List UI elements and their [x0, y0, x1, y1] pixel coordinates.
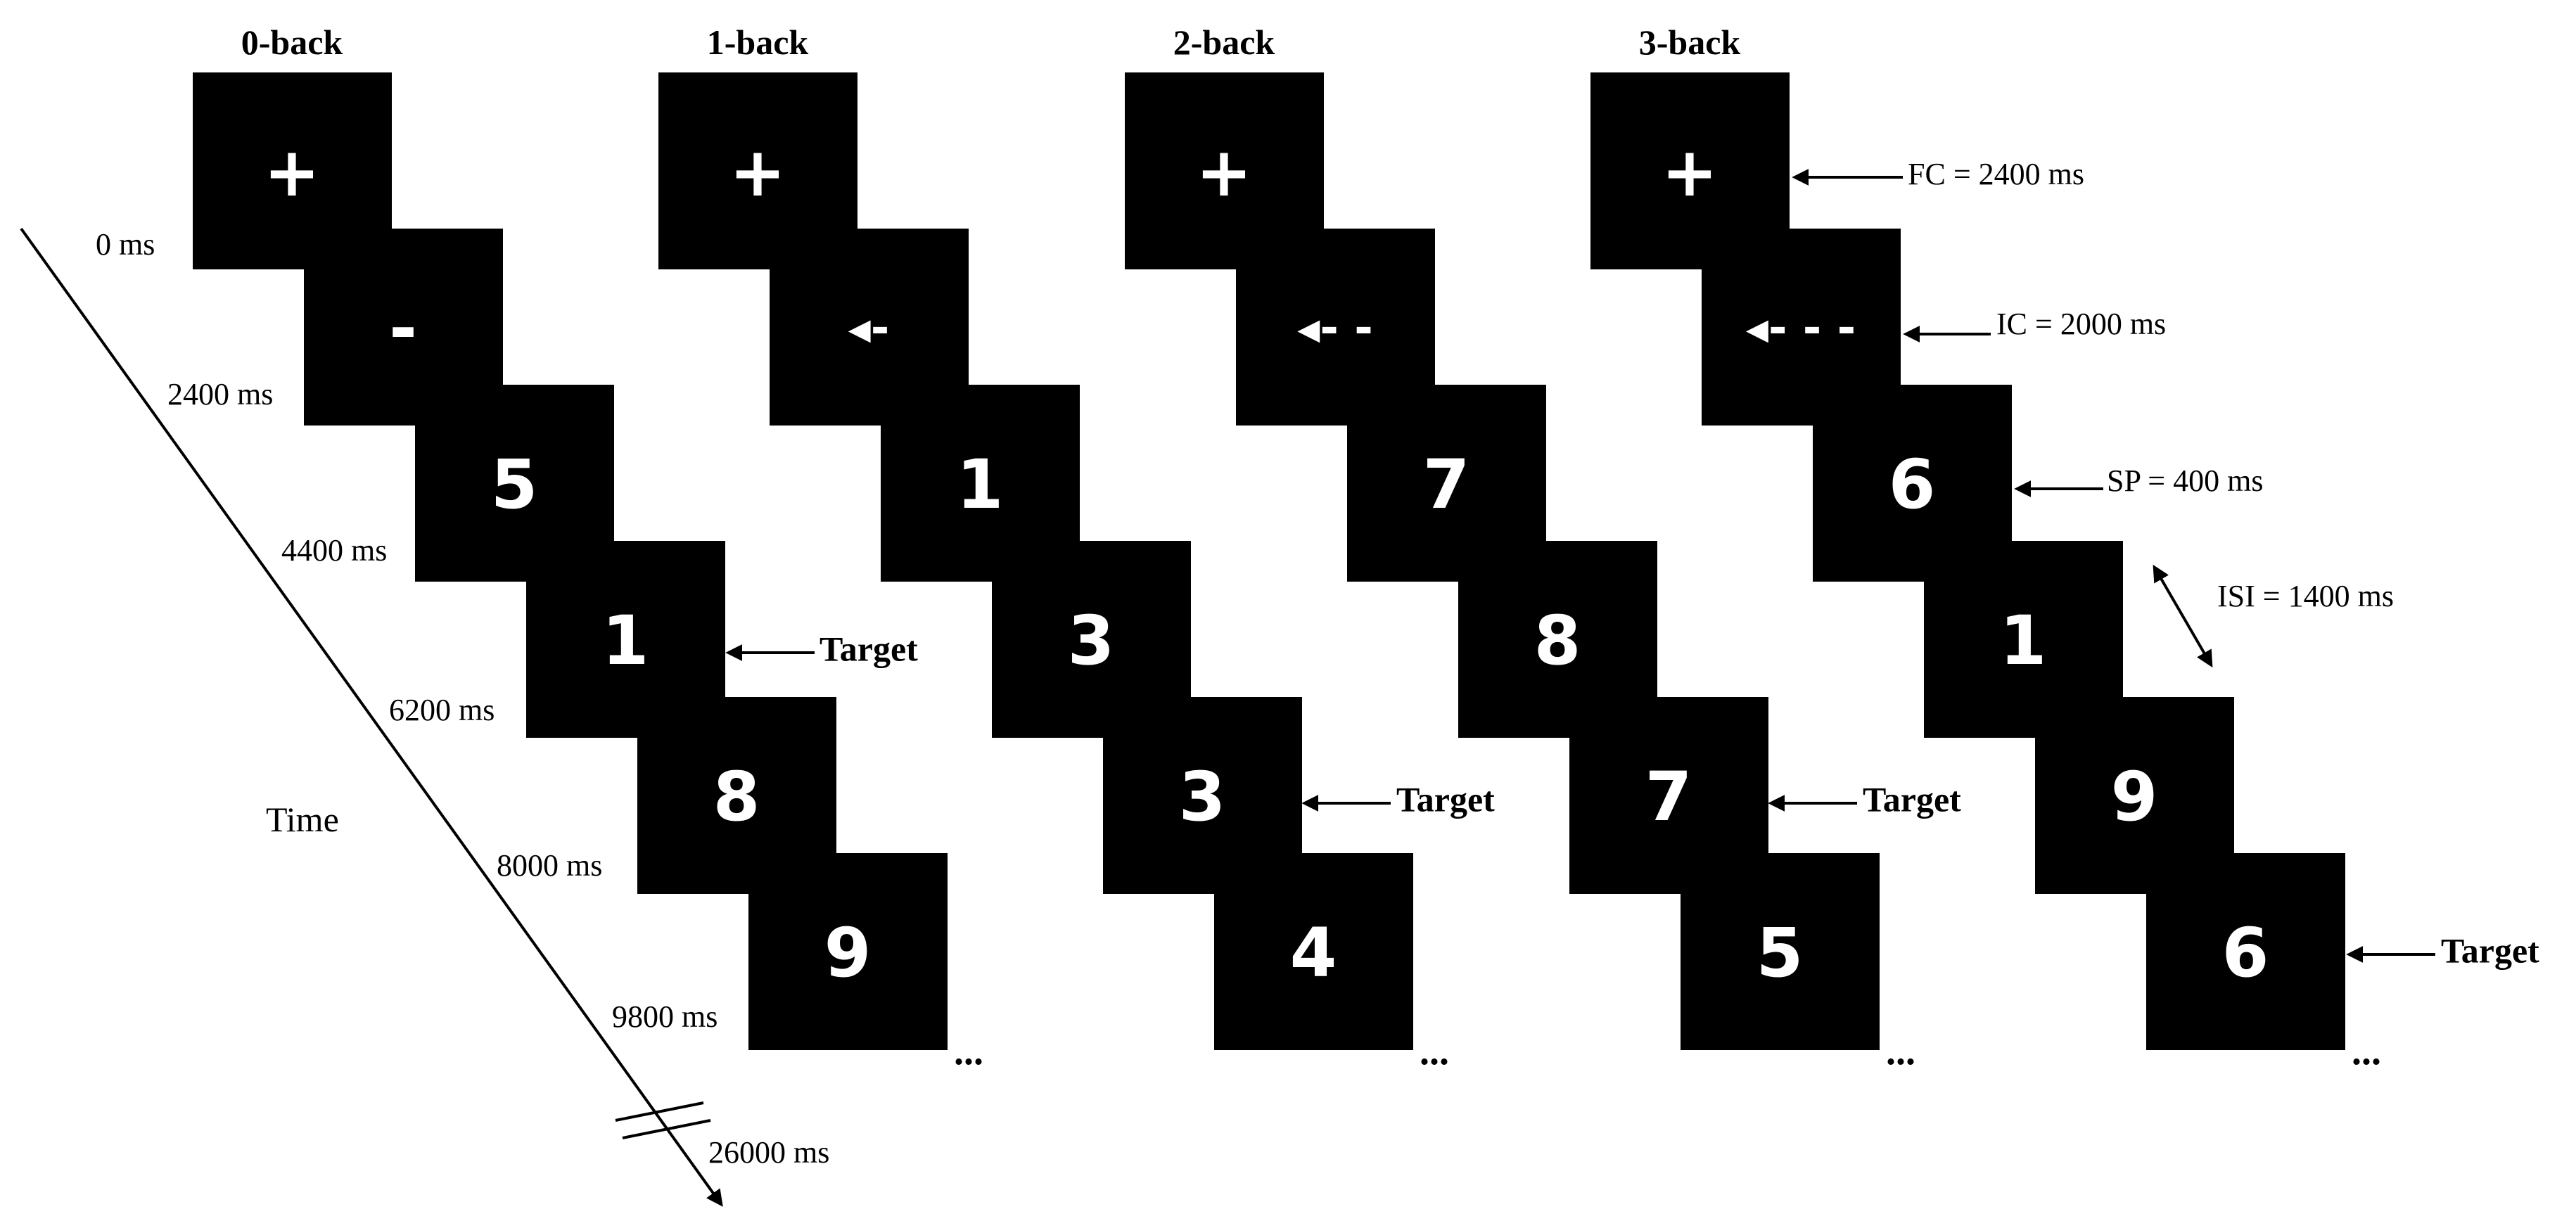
stimulus-digit: 7: [1423, 445, 1470, 524]
stimulus-digit: 1: [602, 601, 649, 680]
time-label-8000: 8000 ms: [497, 848, 602, 883]
fixation-cross: +: [1196, 133, 1252, 212]
ellipsis: ...: [1420, 1030, 1449, 1073]
column-title-1-back: 1-back: [707, 23, 809, 62]
stimulus-digit: 6: [2222, 914, 2269, 992]
sp-annotation: SP = 400 ms: [2107, 463, 2263, 498]
fc-annotation: FC = 2400 ms: [1908, 157, 2084, 191]
stimulus-column-3-back: + ◂- - - 6 1 9 6 ...: [1590, 72, 2381, 1073]
stimulus-digit: 1: [957, 445, 1004, 524]
column-title-0-back: 0-back: [241, 23, 343, 62]
target-label: Target: [820, 629, 918, 668]
isi-annotation: ISI = 1400 ms: [2217, 579, 2394, 613]
stimulus-digit: 9: [824, 914, 872, 992]
isi-arrow: [2153, 564, 2213, 668]
stimulus-column-1-back: + ◂- 1 3 3 4 ...: [658, 72, 1449, 1073]
instruction-cue: -: [389, 289, 417, 368]
stimulus-digit: 5: [491, 445, 538, 524]
ellipsis: ...: [1886, 1030, 1915, 1073]
stimulus-digit: 7: [1645, 757, 1692, 836]
column-title-2-back: 2-back: [1173, 23, 1275, 62]
target-label: Target: [1863, 779, 1961, 819]
stimulus-column-0-back: + - 5 1 8 9 ...: [193, 72, 983, 1073]
instruction-cue: ◂- - -: [1746, 302, 1856, 354]
time-label-2400: 2400 ms: [167, 377, 273, 411]
stimulus-digit: 1: [2000, 601, 2047, 680]
ellipsis: ...: [954, 1030, 983, 1073]
time-label-4400: 4400 ms: [281, 533, 387, 568]
axis-break-mark: [615, 1101, 704, 1122]
ellipsis: ...: [2352, 1030, 2381, 1073]
instruction-cue: ◂-: [848, 302, 890, 354]
column-title-3-back: 3-back: [1639, 23, 1741, 62]
stimulus-digit: 9: [2111, 757, 2158, 836]
stimulus-digit: 5: [1756, 914, 1804, 992]
stimulus-column-2-back: + ◂- - 7 8 7 5 ...: [1125, 72, 1915, 1073]
fixation-cross: +: [1662, 133, 1718, 212]
stimulus-square: [2146, 853, 2345, 1050]
time-axis-arrow: [20, 227, 723, 1207]
time-axis-label: Time: [266, 800, 339, 839]
fixation-cross: +: [729, 133, 786, 212]
target-label: Target: [1396, 779, 1495, 819]
axis-break-mark: [622, 1119, 711, 1139]
time-label-26000: 26000 ms: [708, 1135, 829, 1170]
target-label: Target: [2441, 930, 2539, 970]
time-label-0: 0 ms: [96, 227, 155, 262]
stimulus-square: [1681, 853, 1880, 1050]
stimulus-digit: 3: [1179, 757, 1226, 836]
stimulus-square: [1214, 853, 1413, 1050]
stimulus-square: [748, 853, 948, 1050]
fixation-cross: +: [264, 133, 320, 212]
stimulus-digit: 6: [1889, 445, 1936, 524]
stimulus-digit: 3: [1068, 601, 1115, 680]
instruction-cue: ◂- -: [1297, 302, 1373, 354]
ic-annotation: IC = 2000 ms: [1996, 307, 2166, 341]
stimulus-digit: 8: [1534, 601, 1581, 680]
time-label-9800: 9800 ms: [612, 999, 718, 1034]
time-label-6200: 6200 ms: [389, 693, 495, 727]
stimulus-digit: 4: [1290, 914, 1337, 992]
stimulus-digit: 8: [713, 757, 760, 836]
